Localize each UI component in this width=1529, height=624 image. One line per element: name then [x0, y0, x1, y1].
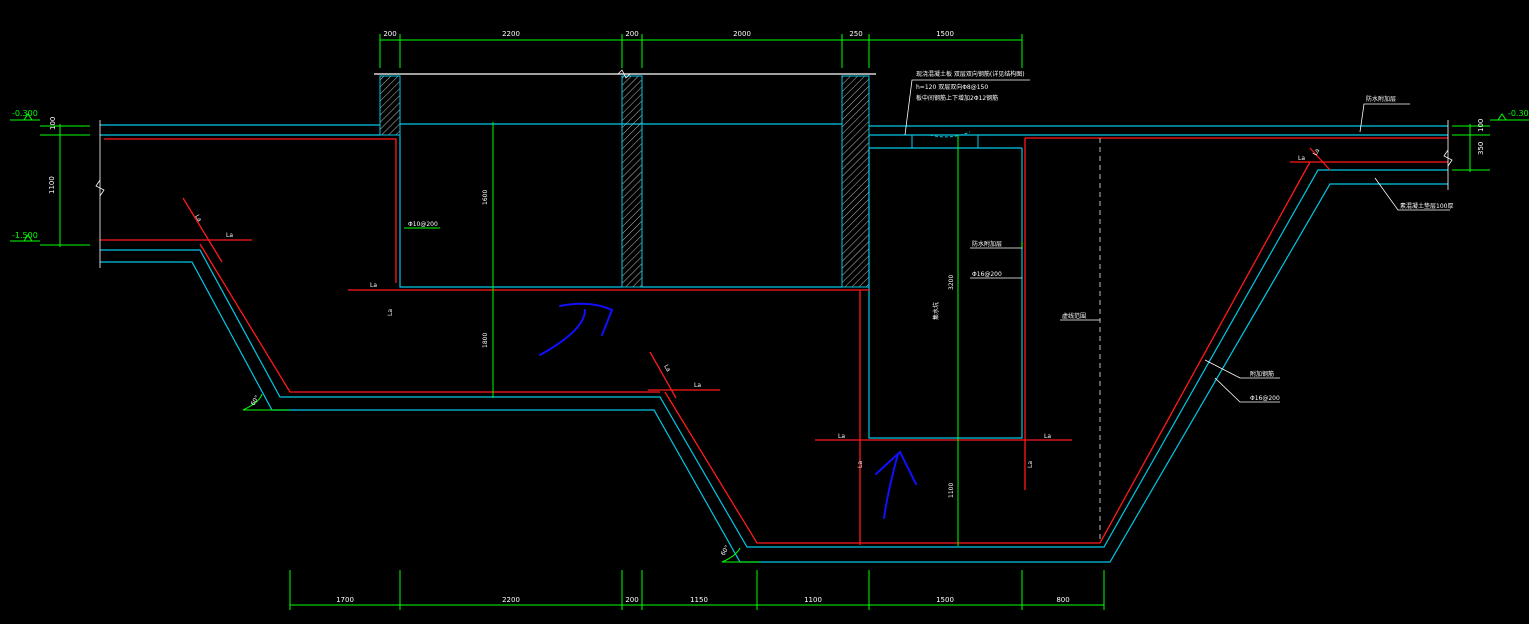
bottom-dim-3: 200 — [625, 596, 638, 604]
left-dim-middle: 1100 — [48, 176, 56, 194]
right-side-label: 素混凝土垫层100厚 — [1400, 202, 1453, 210]
stair-mark-2: 1600 — [482, 190, 489, 205]
top-dim-3: 200 — [625, 30, 638, 38]
slope-label-2: Φ16@200 — [1250, 395, 1280, 402]
la-label-11: La — [1298, 155, 1305, 162]
la-label-6: La — [662, 364, 672, 374]
angle-label-1: 60° — [250, 394, 261, 407]
leader-lines — [904, 79, 1450, 403]
la-label-10: La — [1027, 461, 1034, 468]
pit-text: 集水坑 — [932, 302, 940, 320]
bottom-dimension-chain — [289, 570, 1105, 610]
top-dim-1: 200 — [383, 30, 396, 38]
top-dimension-chain — [379, 34, 1023, 68]
right-dim-middle: 350 — [1477, 142, 1485, 155]
concrete-outline — [100, 73, 1448, 563]
dimension-lines — [242, 122, 1023, 563]
la-label-5: La — [694, 382, 701, 389]
bottom-dim-7: 800 — [1056, 596, 1069, 604]
pit-label-2: Φ16@200 — [972, 271, 1002, 278]
right-dim-top: 100 — [1477, 119, 1485, 132]
pit-top-detail — [911, 131, 979, 148]
right-level-marks: -0.300 100 350 — [1452, 109, 1529, 172]
la-label-9: La — [857, 461, 864, 468]
slab-note-1: 现浇混凝土板 双层双向钢筋(详见结构图) — [916, 70, 1025, 78]
angle-label-2: 60° — [720, 544, 731, 557]
break-marks — [95, 69, 1453, 268]
la-label-4: La — [387, 309, 394, 316]
rebar-lines — [100, 137, 1448, 545]
stair-mark-1: Φ10@200 — [408, 221, 438, 228]
markup-arrows — [539, 302, 917, 519]
la-label-1: La — [226, 232, 233, 239]
la-label-12: La — [1312, 147, 1322, 157]
bottom-dim-2: 2200 — [502, 596, 520, 604]
left-level-marks: -0.300 -1.500 100 1100 — [10, 109, 90, 247]
slab-note-2: h=120 双层双向Φ8@150 — [916, 83, 988, 91]
la-label-2: La — [193, 214, 203, 224]
top-dim-6: 1500 — [936, 30, 954, 38]
bottom-dim-1: 1700 — [336, 596, 354, 604]
top-dim-5: 250 — [849, 30, 862, 38]
la-label-7: La — [838, 433, 845, 440]
level-left-top: -0.300 — [12, 109, 38, 118]
bottom-dim-5: 1100 — [804, 596, 822, 604]
depth-pit: 1100 — [948, 483, 955, 498]
hatched-walls — [379, 75, 870, 288]
bottom-dim-6: 1500 — [936, 596, 954, 604]
pit-depth: 3200 — [948, 275, 955, 290]
level-right-top: -0.300 — [1508, 109, 1529, 118]
level-left-bottom: -1.500 — [12, 231, 38, 240]
dashed-label: 虚线范围 — [1062, 312, 1086, 320]
left-dim-top: 100 — [49, 117, 57, 130]
pit-label-1: 防水附加层 — [972, 240, 1002, 248]
la-label-3: La — [370, 282, 377, 289]
top-dim-2: 2200 — [502, 30, 520, 38]
depth-left: 1800 — [482, 333, 489, 348]
la-label-8: La — [1044, 433, 1051, 440]
slope-label-1: 附加钢筋 — [1250, 370, 1274, 378]
right-top-label: 防水附加层 — [1366, 95, 1396, 103]
top-dim-4: 2000 — [733, 30, 751, 38]
slab-note-3: 板中间钢筋上下增加2Φ12钢筋 — [916, 94, 998, 102]
bottom-dim-4: 1150 — [690, 596, 708, 604]
